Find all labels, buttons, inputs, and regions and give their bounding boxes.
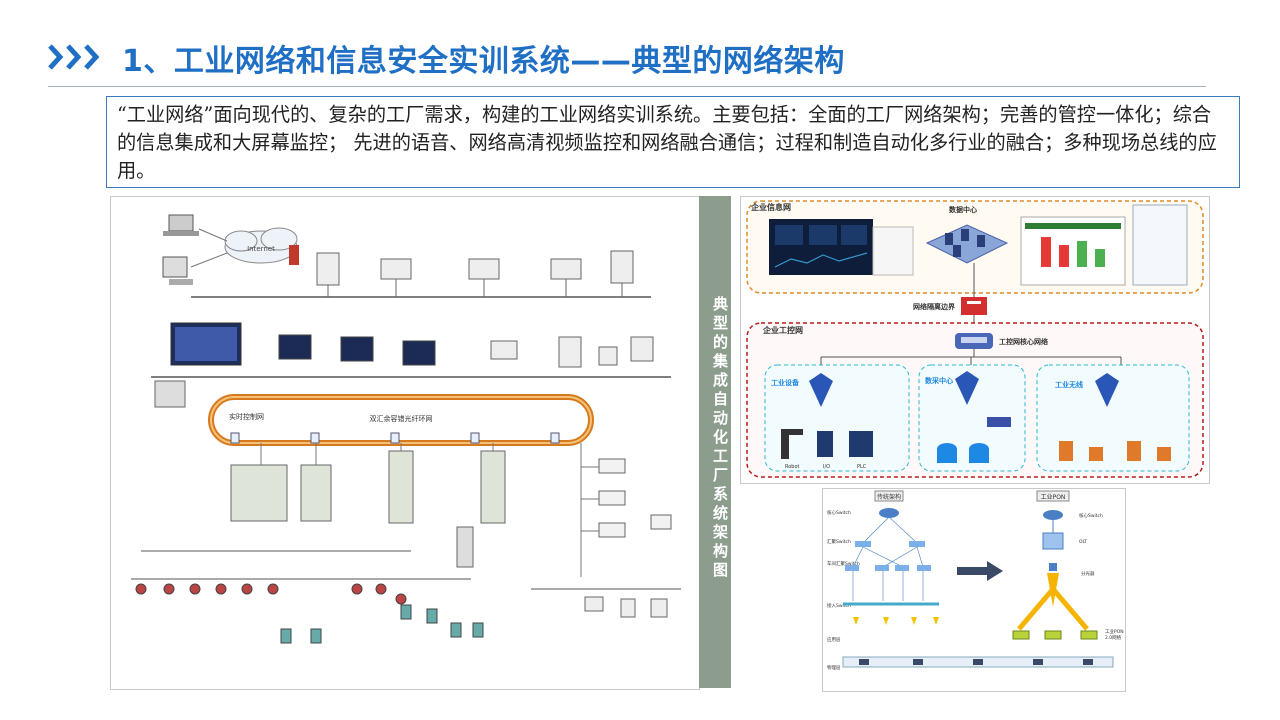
printer-icon — [154, 380, 186, 408]
industrial-devices-label: 工业设备 — [771, 378, 800, 387]
side-caption: 典型的集成自动化工厂系统架构图 — [711, 296, 729, 581]
core-switch-icon — [955, 333, 993, 349]
ring-fiber-label: 双汇余容错光纤环网 — [370, 414, 433, 423]
core-switch-right-label: 核心Switch — [1079, 512, 1103, 519]
access-layer-label: 接入Switch — [827, 602, 851, 609]
report-screenshot — [1020, 216, 1126, 286]
side-caption-strip: 典型的集成自动化工厂系统架构图 — [699, 196, 731, 688]
workstation-icon — [162, 256, 193, 285]
data-collect-label: 数采中心 — [925, 376, 953, 385]
onu-label: 工业PON — [1105, 628, 1124, 635]
splitter-label: 分光器 — [1081, 570, 1095, 577]
pon-label: 工业PON — [1041, 493, 1066, 501]
factory-architecture-diagram: Internet — [110, 196, 700, 690]
pon-comparison-diagram: 传统架构 工业PON 核心Switch 汇聚Switch 车间汇聚Switch … — [822, 488, 1126, 692]
olt-label: OLT — [1079, 539, 1087, 545]
core-net-label: 工控网核心网络 — [999, 337, 1048, 346]
enterprise-network-diagram: 企业信息网 数据中心 网络隔离边界 企业工控网 工控网核心网络 — [740, 196, 1210, 484]
laptop-icon — [163, 214, 199, 236]
control-net-label: 企业工控网 — [762, 325, 803, 335]
traditional-label: 传统架构 — [877, 493, 901, 501]
car-switch-label: 车间汇聚Switch — [827, 560, 860, 567]
app-layer-label: 应用层 — [827, 636, 841, 643]
ring-realtime-label: 实时控制网 — [229, 412, 264, 421]
boundary-label: 网络隔离边界 — [913, 302, 956, 311]
io-label: I/O — [823, 464, 830, 470]
internet-label: Internet — [247, 245, 275, 253]
internet-cloud-icon — [224, 227, 298, 264]
intro-text: “工业网络”面向现代的、复杂的工厂需求，构建的工业网络实训系统。主要包括：全面的… — [117, 103, 1217, 182]
datacenter-label: 数据中心 — [949, 205, 977, 214]
dashboard-screenshot — [769, 219, 873, 275]
wireless-label: 工业无线 — [1055, 380, 1083, 389]
title-divider — [48, 86, 1206, 87]
plc-label: PLC — [857, 464, 867, 470]
io-module-icon — [817, 431, 833, 457]
field-layer-label: 物理层 — [827, 664, 841, 671]
boundary-firewall-icon — [961, 297, 987, 315]
info-net-label: 企业信息网 — [750, 202, 791, 212]
firewall-icon — [289, 245, 299, 265]
plc-icon — [849, 431, 873, 457]
arrow-right-icon — [957, 561, 1003, 581]
robot-label: Robot — [785, 464, 800, 470]
robot-icon — [781, 429, 803, 459]
triple-chevron-right-icon — [48, 44, 100, 70]
page-title: 1、工业网络和信息安全实训系统——典型的网络架构 — [122, 44, 845, 79]
onu2-label: 2.0网络 — [1105, 634, 1122, 641]
intro-text-box: “工业网络”面向现代的、复杂的工厂需求，构建的工业网络实训系统。主要包括：全面的… — [106, 96, 1240, 188]
core-switch-left-label: 核心Switch — [827, 509, 851, 516]
agg-switch-label: 汇聚Switch — [827, 538, 851, 545]
